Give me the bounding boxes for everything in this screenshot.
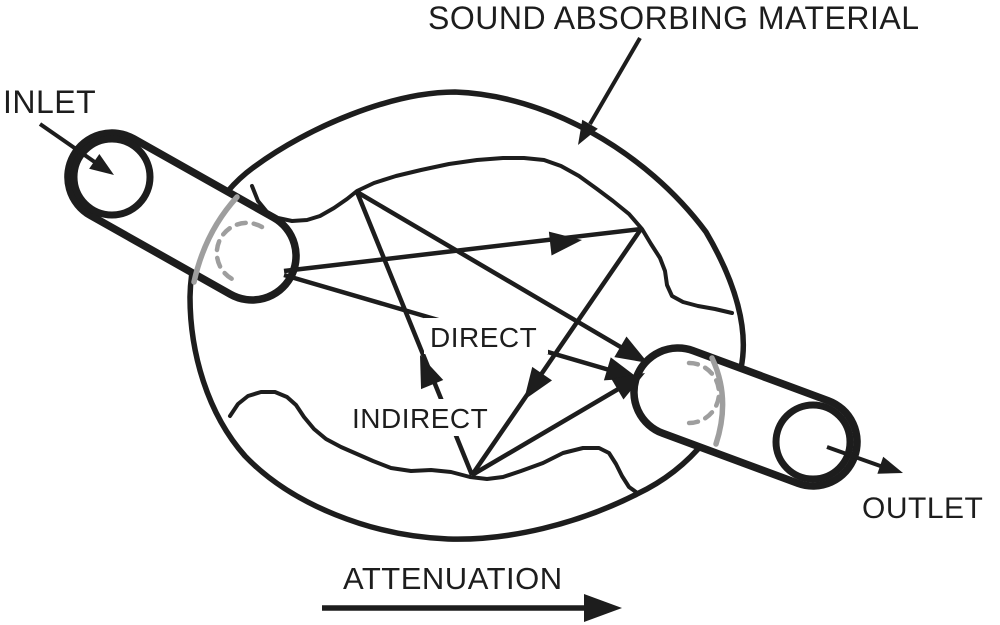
wall-behind-inlet-pipe-icon <box>191 194 240 285</box>
material-pointer-arrow-icon <box>578 36 642 145</box>
absorbing-lining-top <box>250 156 734 315</box>
wall-behind-outlet-pipe-icon <box>709 355 726 447</box>
absorbing-lining-bottom <box>228 390 638 494</box>
indirect-label: INDIRECT <box>352 403 488 434</box>
outlet-flow-arrow-icon <box>826 445 903 474</box>
outlet-pipe <box>630 344 861 490</box>
indirect-ray-outlet-arrowhead-icon <box>614 336 648 363</box>
indirect-ray-inlet-to-right <box>283 226 642 274</box>
material-label: SOUND ABSORBING MATERIAL <box>428 0 920 36</box>
attenuation-label: ATTENUATION <box>343 561 563 596</box>
attenuation-arrow-icon <box>322 594 622 622</box>
outlet-pipe-opening <box>772 401 854 483</box>
indirect-ray-bottom-arrowhead-icon <box>524 366 553 400</box>
indirect-ray-bottom-to-outlet <box>470 376 639 477</box>
inlet-pipe-hidden-rim <box>214 220 265 283</box>
direct-label-mask <box>424 318 548 354</box>
indirect-ray-outlet2-arrowhead-icon <box>611 373 645 400</box>
indirect-ray-top-to-outlet <box>355 190 643 361</box>
indirect-ray-right-to-bottom <box>470 227 643 477</box>
inlet-pointer-arrow-icon <box>38 122 114 175</box>
indirect-ray-top-arrowhead-icon <box>420 355 444 390</box>
chamber-outline <box>187 89 746 542</box>
inlet-pipe-opening <box>70 135 154 219</box>
inlet-label: INLET <box>3 84 96 120</box>
inlet-pipe <box>64 129 300 304</box>
direct-label: DIRECT <box>430 322 537 353</box>
outlet-label: OUTLET <box>862 492 983 525</box>
indirect-label-mask <box>346 399 494 436</box>
indirect-ray-right-arrowhead-icon <box>548 231 582 256</box>
direct-path-arrowhead-icon <box>603 357 638 381</box>
